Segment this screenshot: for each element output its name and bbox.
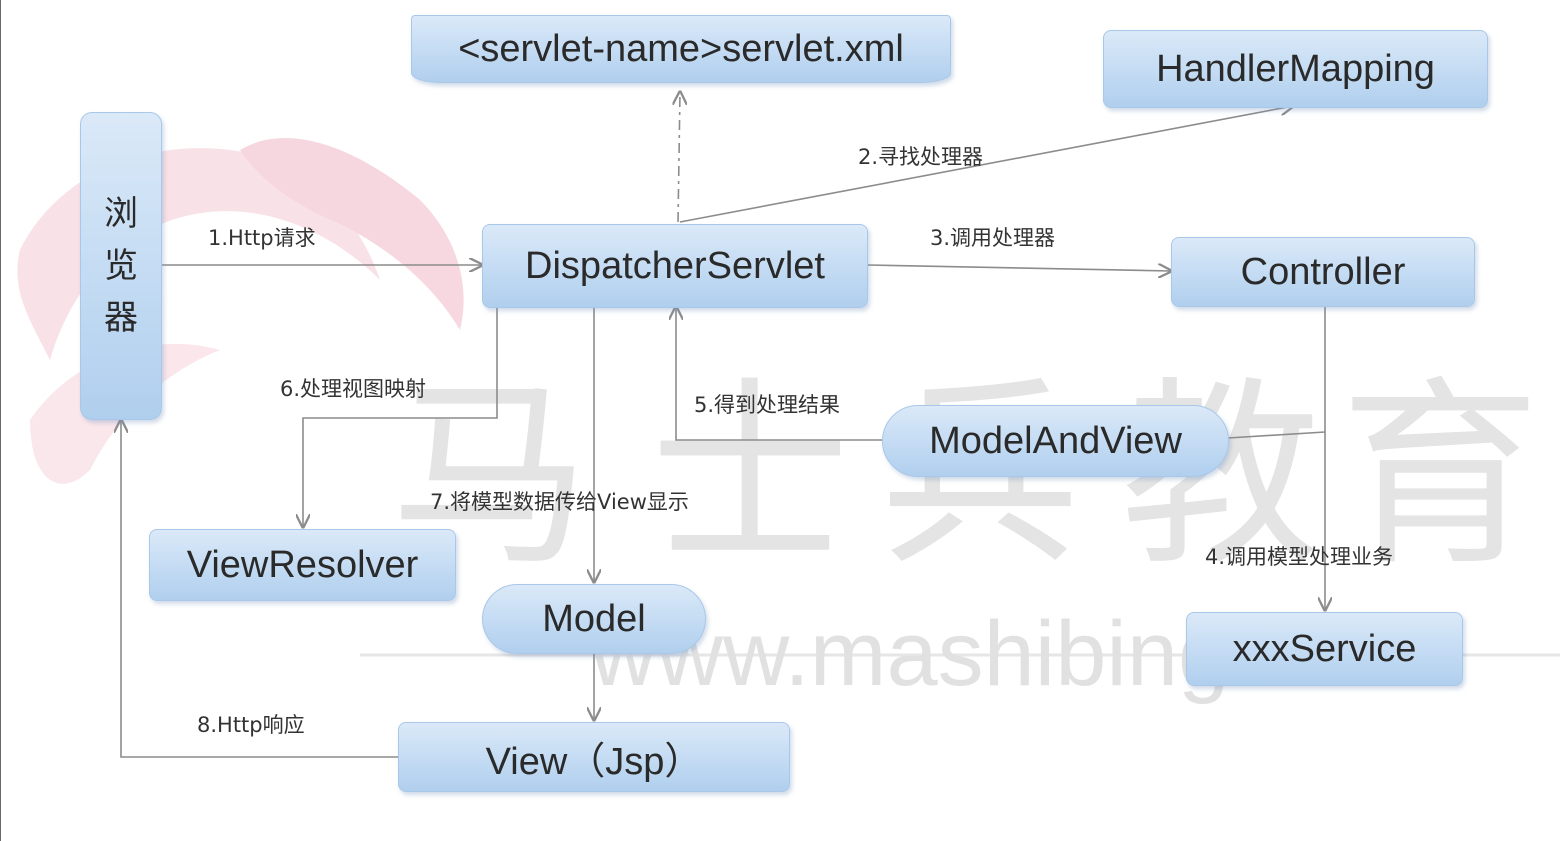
step-5-label: 5.得到处理结果 — [694, 393, 841, 417]
handler-mapping-label: HandlerMapping — [1156, 47, 1435, 90]
step-2-label: 2.寻找处理器 — [858, 145, 984, 169]
dispatcher-servlet-label: DispatcherServlet — [525, 244, 825, 287]
browser-box: 浏 览 器 — [80, 112, 162, 420]
xxx-service-label: xxxService — [1232, 627, 1417, 670]
edge-view-mapping — [303, 307, 498, 527]
servlet-xml-box: <servlet-name>servlet.xml — [411, 15, 951, 83]
dispatcher-servlet-box: DispatcherServlet — [482, 224, 868, 308]
svg-text:士: 士 — [650, 360, 850, 593]
controller-box: Controller — [1171, 237, 1475, 307]
browser-char-2: 览 — [104, 246, 138, 286]
edge-find-handler — [679, 106, 1293, 223]
controller-label: Controller — [1240, 250, 1406, 293]
view-resolver-box: ViewResolver — [149, 529, 456, 601]
edge-call-handler — [867, 265, 1171, 271]
step-3-label: 3.调用处理器 — [930, 226, 1056, 250]
edge-get-result — [676, 307, 882, 441]
view-jsp-label: View（Jsp） — [485, 740, 703, 783]
xxx-service-box: xxxService — [1186, 612, 1463, 686]
step-7-label: 7.将模型数据传给View显示 — [430, 490, 689, 514]
edge-controller-mav — [1227, 431, 1326, 439]
view-jsp-box: View（Jsp） — [398, 722, 790, 792]
step-8-label: 8.Http响应 — [197, 713, 305, 737]
view-resolver-label: ViewResolver — [186, 543, 419, 586]
model-label: Model — [542, 597, 646, 640]
step-1-label: 1.Http请求 — [208, 226, 316, 250]
browser-char-3: 器 — [104, 298, 138, 338]
handler-mapping-box: HandlerMapping — [1103, 30, 1488, 108]
edge-http-response — [121, 420, 400, 758]
edge-config-dashed — [678, 92, 680, 223]
model-and-view-label: ModelAndView — [929, 419, 1182, 462]
step-4-label: 4.调用模型处理业务 — [1205, 545, 1394, 569]
step-6-label: 6.处理视图映射 — [280, 377, 427, 401]
model-and-view-box: ModelAndView — [882, 405, 1229, 477]
browser-char-1: 浏 — [104, 194, 138, 234]
svg-text:育: 育 — [1340, 360, 1540, 593]
servlet-xml-label: <servlet-name>servlet.xml — [458, 27, 904, 70]
model-box: Model — [482, 584, 706, 654]
